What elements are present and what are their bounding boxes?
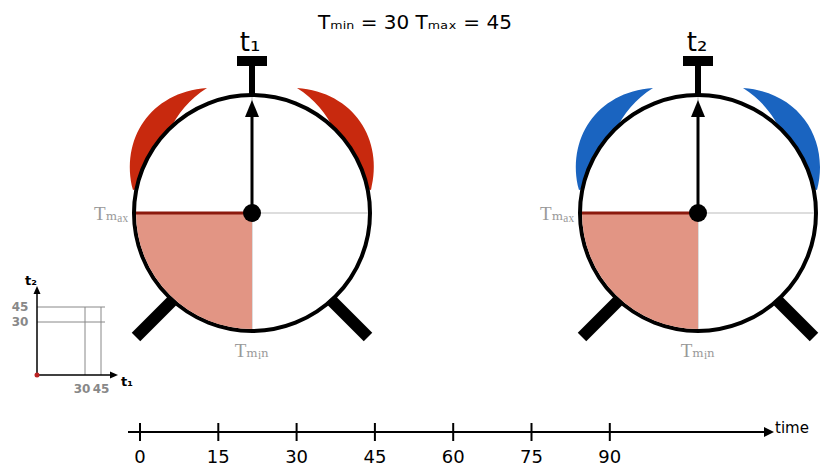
clock-one xyxy=(130,56,374,337)
threshold-label: Tₘₐₓ xyxy=(94,204,128,223)
time-tick-label: 60 xyxy=(442,448,465,466)
time-tick-label: 90 xyxy=(598,448,621,466)
threshold-label: Tₘᵢₙ xyxy=(681,341,716,360)
clock-two xyxy=(576,56,820,337)
time-tick-label: 30 xyxy=(285,448,308,466)
clock-face xyxy=(580,56,816,337)
time-tick-label: 15 xyxy=(207,448,230,466)
time-axis xyxy=(128,423,774,441)
clock-time-label: t₂ xyxy=(687,29,708,55)
clock-face xyxy=(134,56,370,337)
tick-value: 45 xyxy=(12,301,29,313)
tick-value: 45 xyxy=(93,383,110,395)
threshold-label: Tₘₐₓ xyxy=(540,204,574,223)
clock-time-label: t₁ xyxy=(240,29,261,55)
time-tick-label: 75 xyxy=(520,448,543,466)
axis-label: t₁ xyxy=(121,375,133,388)
axis-title: time xyxy=(775,421,809,436)
title: Tₘᵢₙ = 30 Tₘₐₓ = 45 xyxy=(318,12,512,32)
threshold-label: Tₘᵢₙ xyxy=(235,341,270,360)
tick-value: 30 xyxy=(74,383,91,395)
inset-plot xyxy=(34,286,119,379)
time-tick-label: 45 xyxy=(363,448,386,466)
time-tick-label: 0 xyxy=(134,448,145,466)
axis-label: t₂ xyxy=(25,274,37,287)
tick-value: 30 xyxy=(12,316,29,328)
